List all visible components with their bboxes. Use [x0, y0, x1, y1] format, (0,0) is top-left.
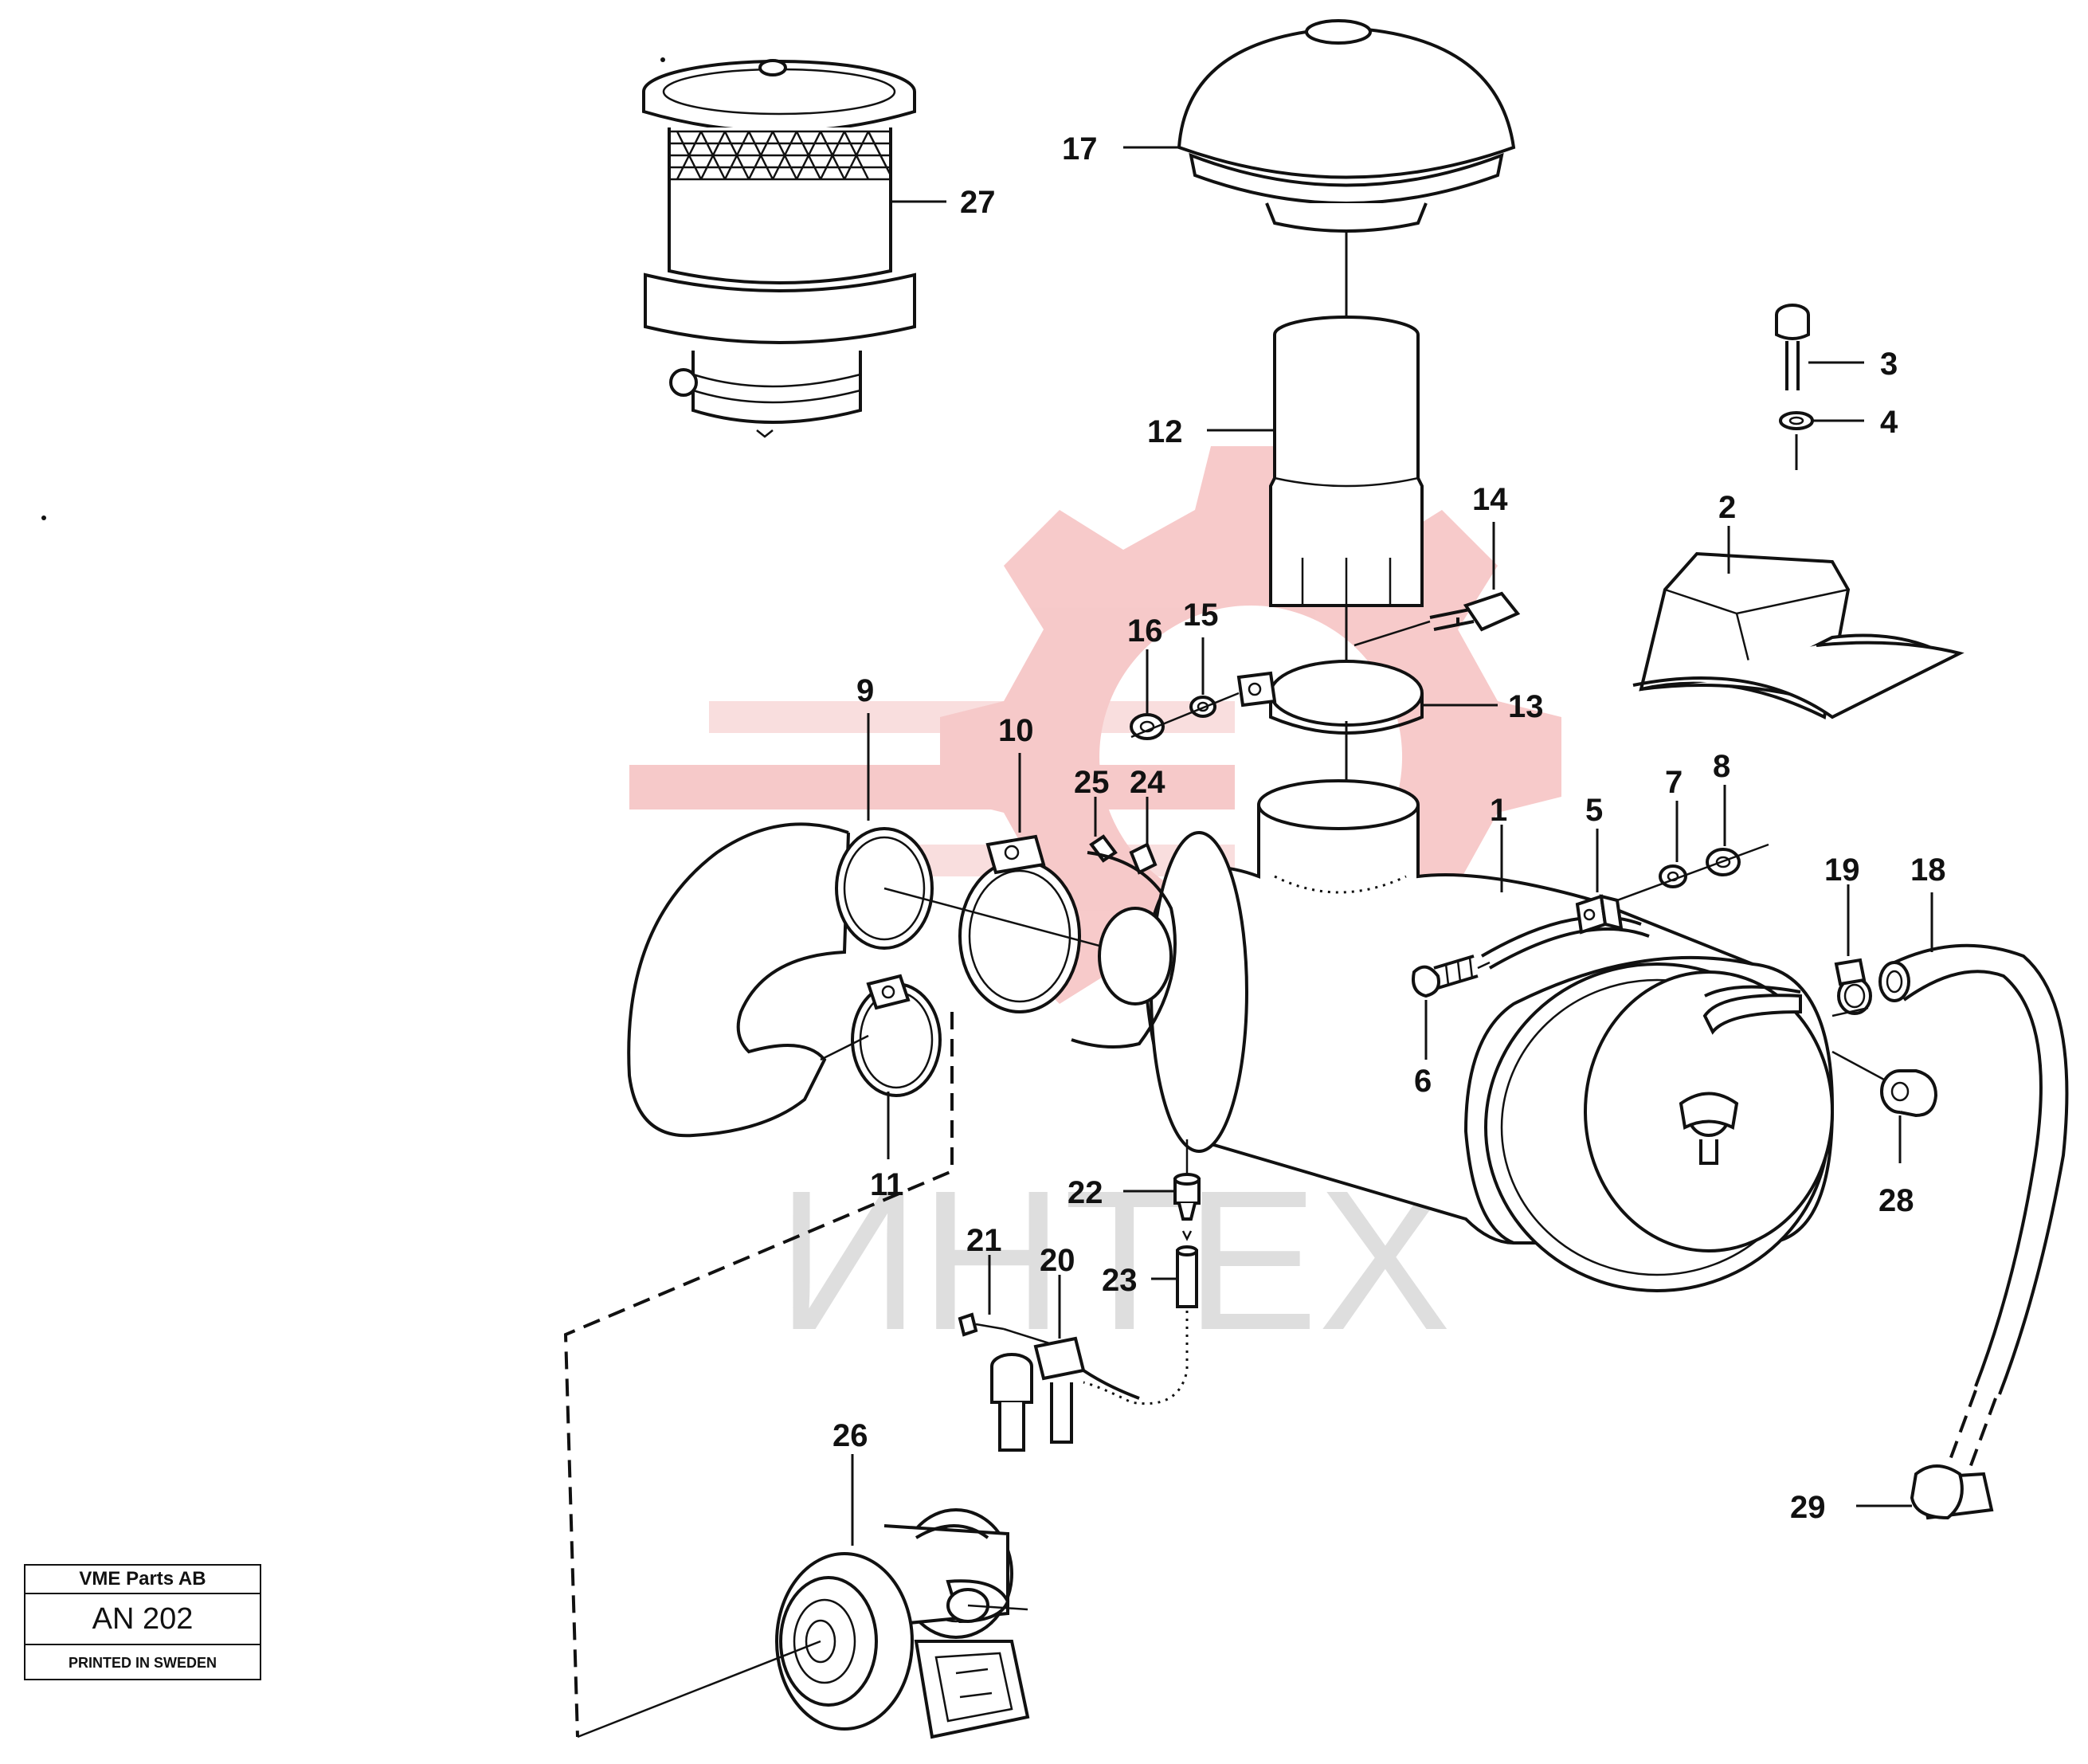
- hose-clamp-10: [958, 834, 1081, 1013]
- callout-12: 12: [1147, 414, 1183, 449]
- hose-clamp-11: [851, 974, 942, 1097]
- callout-11: 11: [870, 1167, 903, 1202]
- union-22: [1173, 1173, 1201, 1241]
- title-block: VME Parts AB AN 202 PRINTED IN SWEDEN: [24, 1564, 261, 1680]
- pressure-sensor-20: [990, 1336, 1086, 1452]
- screw-21: [958, 1312, 1005, 1337]
- callout-24: 24: [1130, 765, 1165, 800]
- callout-26: 26: [832, 1418, 868, 1453]
- bolt-3: [1775, 304, 1810, 390]
- callout-20: 20: [1040, 1243, 1075, 1278]
- callout-29: 29: [1790, 1490, 1826, 1525]
- callout-18: 18: [1910, 853, 1946, 888]
- callout-16: 16: [1127, 613, 1163, 649]
- elbow-hose: [627, 822, 934, 1138]
- nut-16: [1130, 713, 1165, 740]
- callout-22: 22: [1068, 1175, 1103, 1210]
- callout-1: 1: [1490, 793, 1507, 828]
- callout-4: 4: [1880, 405, 1898, 440]
- clip-24: [1129, 842, 1158, 875]
- callout-25: 25: [1074, 765, 1110, 800]
- screw-14: [1429, 591, 1521, 632]
- callout-27: 27: [960, 185, 996, 220]
- mounting-bracket: [1632, 551, 1965, 719]
- inlet-tube: [1269, 316, 1424, 607]
- bolt-6: [1412, 955, 1479, 998]
- connector-dashed-line: [563, 1012, 954, 1738]
- callout-17: 17: [1062, 131, 1098, 167]
- stray-dot: [41, 515, 46, 520]
- stray-dot: [660, 57, 665, 62]
- callout-2: 2: [1718, 490, 1736, 525]
- hose-18: [1878, 943, 2069, 1475]
- hose-clip-29: [1910, 1464, 1994, 1520]
- callout-8: 8: [1713, 749, 1730, 784]
- callout-7: 7: [1665, 765, 1683, 800]
- hose-23: [1176, 1245, 1198, 1308]
- washer-4: [1779, 411, 1814, 430]
- title-block-company: VME Parts AB: [25, 1566, 260, 1594]
- grommet-28: [1880, 1069, 1938, 1118]
- title-block-printed: PRINTED IN SWEDEN: [68, 1655, 217, 1671]
- callout-6: 6: [1414, 1064, 1432, 1099]
- callout-28: 28: [1878, 1183, 1914, 1218]
- callout-13: 13: [1508, 689, 1544, 724]
- callout-23: 23: [1102, 1263, 1138, 1298]
- callout-15: 15: [1183, 598, 1219, 633]
- air-filter-precleaner: [642, 59, 916, 438]
- callout-3: 3: [1880, 347, 1898, 382]
- clamp-13: [1236, 660, 1424, 735]
- title-block-code: AN 202: [25, 1594, 260, 1645]
- watermark-text: ИНТЕХ: [777, 1149, 1451, 1371]
- inlet-clamp-band: [1071, 851, 1177, 1049]
- callout-9: 9: [856, 673, 874, 708]
- hose-clamp-19: [1834, 958, 1872, 1015]
- callout-10: 10: [998, 713, 1034, 748]
- rain-cap: [1177, 19, 1516, 233]
- callout-19: 19: [1824, 853, 1860, 888]
- callout-14: 14: [1472, 482, 1508, 517]
- callout-21: 21: [966, 1223, 1002, 1258]
- turbocharger-26: [775, 1508, 1030, 1739]
- callout-5: 5: [1585, 793, 1603, 828]
- band-clamp-5: [1480, 894, 1650, 970]
